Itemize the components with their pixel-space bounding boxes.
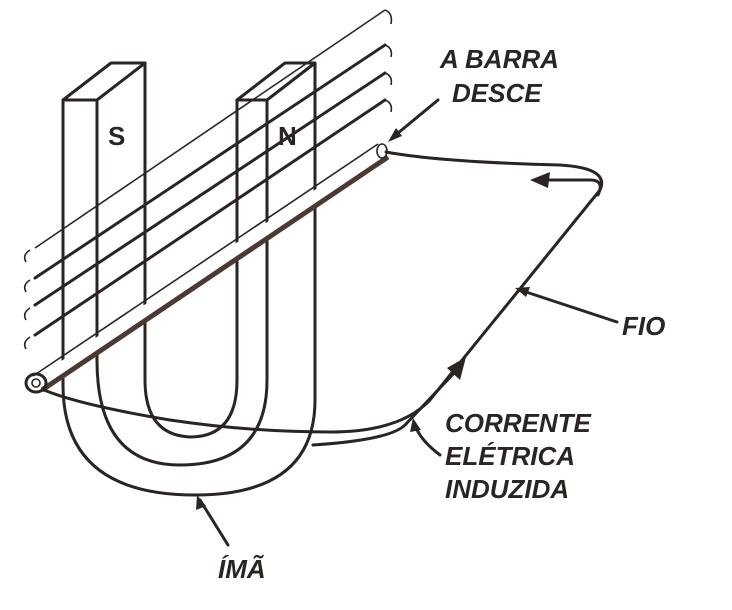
field-line: [33, 43, 387, 280]
current-label-line3: INDUZIDA: [445, 474, 569, 504]
arrow-head-up-icon: [447, 357, 466, 380]
arrow-head-left-icon: [530, 172, 550, 188]
south-pole-label: S: [108, 121, 125, 151]
current-arrow-bottom: [311, 370, 457, 447]
field-line: [33, 71, 387, 307]
s-pole-top: [61, 61, 147, 102]
current-arrow-top: [543, 178, 602, 197]
magnet-label: ÍMÃ: [218, 554, 266, 584]
wire-pointer: [518, 288, 619, 324]
north-pole-label: N: [278, 121, 297, 151]
magnet-pointer: [198, 498, 230, 547]
magnet-inner-edge: [143, 61, 239, 439]
n-pole-top: [235, 61, 317, 102]
rod-label-line1: A BARRA: [439, 44, 559, 74]
current-label-line2: ELÉTRICA: [445, 441, 575, 471]
magnet-outer-edge: [61, 61, 317, 497]
metal-rod: [24, 143, 390, 394]
current-label-line1: CORRENTE: [445, 408, 592, 438]
wire-loop: [42, 150, 603, 447]
magnetic-field-lines: [23, 9, 393, 350]
field-line-ends-left: [23, 249, 31, 350]
rod-end: [24, 372, 48, 394]
field-line: [33, 98, 387, 337]
wire-label: FIO: [622, 311, 665, 341]
field-line-ends-right: [384, 9, 393, 113]
rod-pointer: [390, 98, 440, 140]
rod-shade: [40, 154, 390, 393]
pointer-head-icon: [388, 128, 402, 142]
field-line: [34, 9, 386, 249]
rod-label-line2: DESCE: [452, 78, 542, 108]
rod-top-edge: [32, 143, 379, 377]
